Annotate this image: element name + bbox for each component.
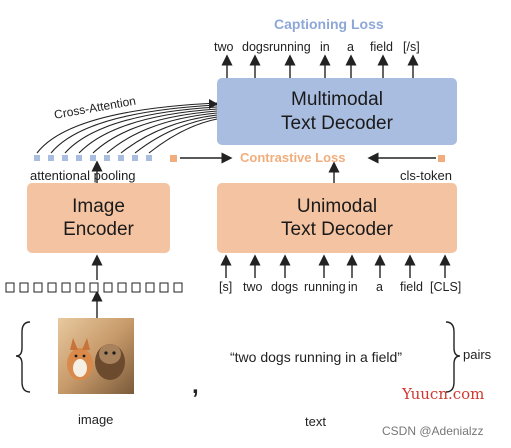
cross-attention-arrows xyxy=(36,102,218,154)
input-token: [CLS] xyxy=(430,280,462,294)
captioning-loss-title: Captioning Loss xyxy=(274,16,384,32)
input-token: [s] xyxy=(219,280,233,294)
image-label: image xyxy=(78,412,114,427)
cross-attention-arrowhead xyxy=(209,99,218,109)
attentional-pooling-label: attentional pooling xyxy=(30,168,136,183)
separator-comma: , xyxy=(192,372,199,399)
input-token: dogs xyxy=(271,280,299,294)
text-caption: “two dogs running in a field” xyxy=(230,349,402,365)
input-token: in xyxy=(348,280,358,294)
image-encoder: Image Encoder xyxy=(27,183,170,253)
output-token: in xyxy=(320,40,330,54)
pooled-tokens xyxy=(34,155,445,162)
input-arrows xyxy=(220,254,451,278)
input-token: a xyxy=(376,280,383,294)
watermark-site: Yuucn.com xyxy=(402,385,485,403)
output-token: a xyxy=(347,40,354,54)
text-label: text xyxy=(305,414,326,429)
output-token: [/s] xyxy=(403,40,420,54)
input-token: running xyxy=(304,280,346,294)
right-brace xyxy=(445,321,461,393)
contrastive-loss-title: Contrastive Loss xyxy=(240,150,346,165)
pooled-cls-square xyxy=(170,155,177,162)
unimodal-text-decoder: Unimodal Text Decoder xyxy=(217,183,457,253)
multimodal-text-decoder: Multimodal Text Decoder xyxy=(217,78,457,145)
cls-token-label: cls-token xyxy=(400,168,453,183)
output-token: dogs xyxy=(242,40,270,54)
caption-arrows xyxy=(221,54,419,78)
input-token: field xyxy=(400,280,423,294)
output-token: field xyxy=(370,40,393,54)
input-token: two xyxy=(243,280,263,294)
dogs-photo xyxy=(58,318,134,394)
image-patches xyxy=(5,282,183,293)
watermark-author: CSDN @Adenialzz xyxy=(382,424,484,438)
output-token: two xyxy=(214,40,234,54)
left-brace xyxy=(15,321,31,393)
cls-token-square xyxy=(438,155,445,162)
output-token: running xyxy=(269,40,311,54)
pairs-label: pairs xyxy=(463,347,492,362)
